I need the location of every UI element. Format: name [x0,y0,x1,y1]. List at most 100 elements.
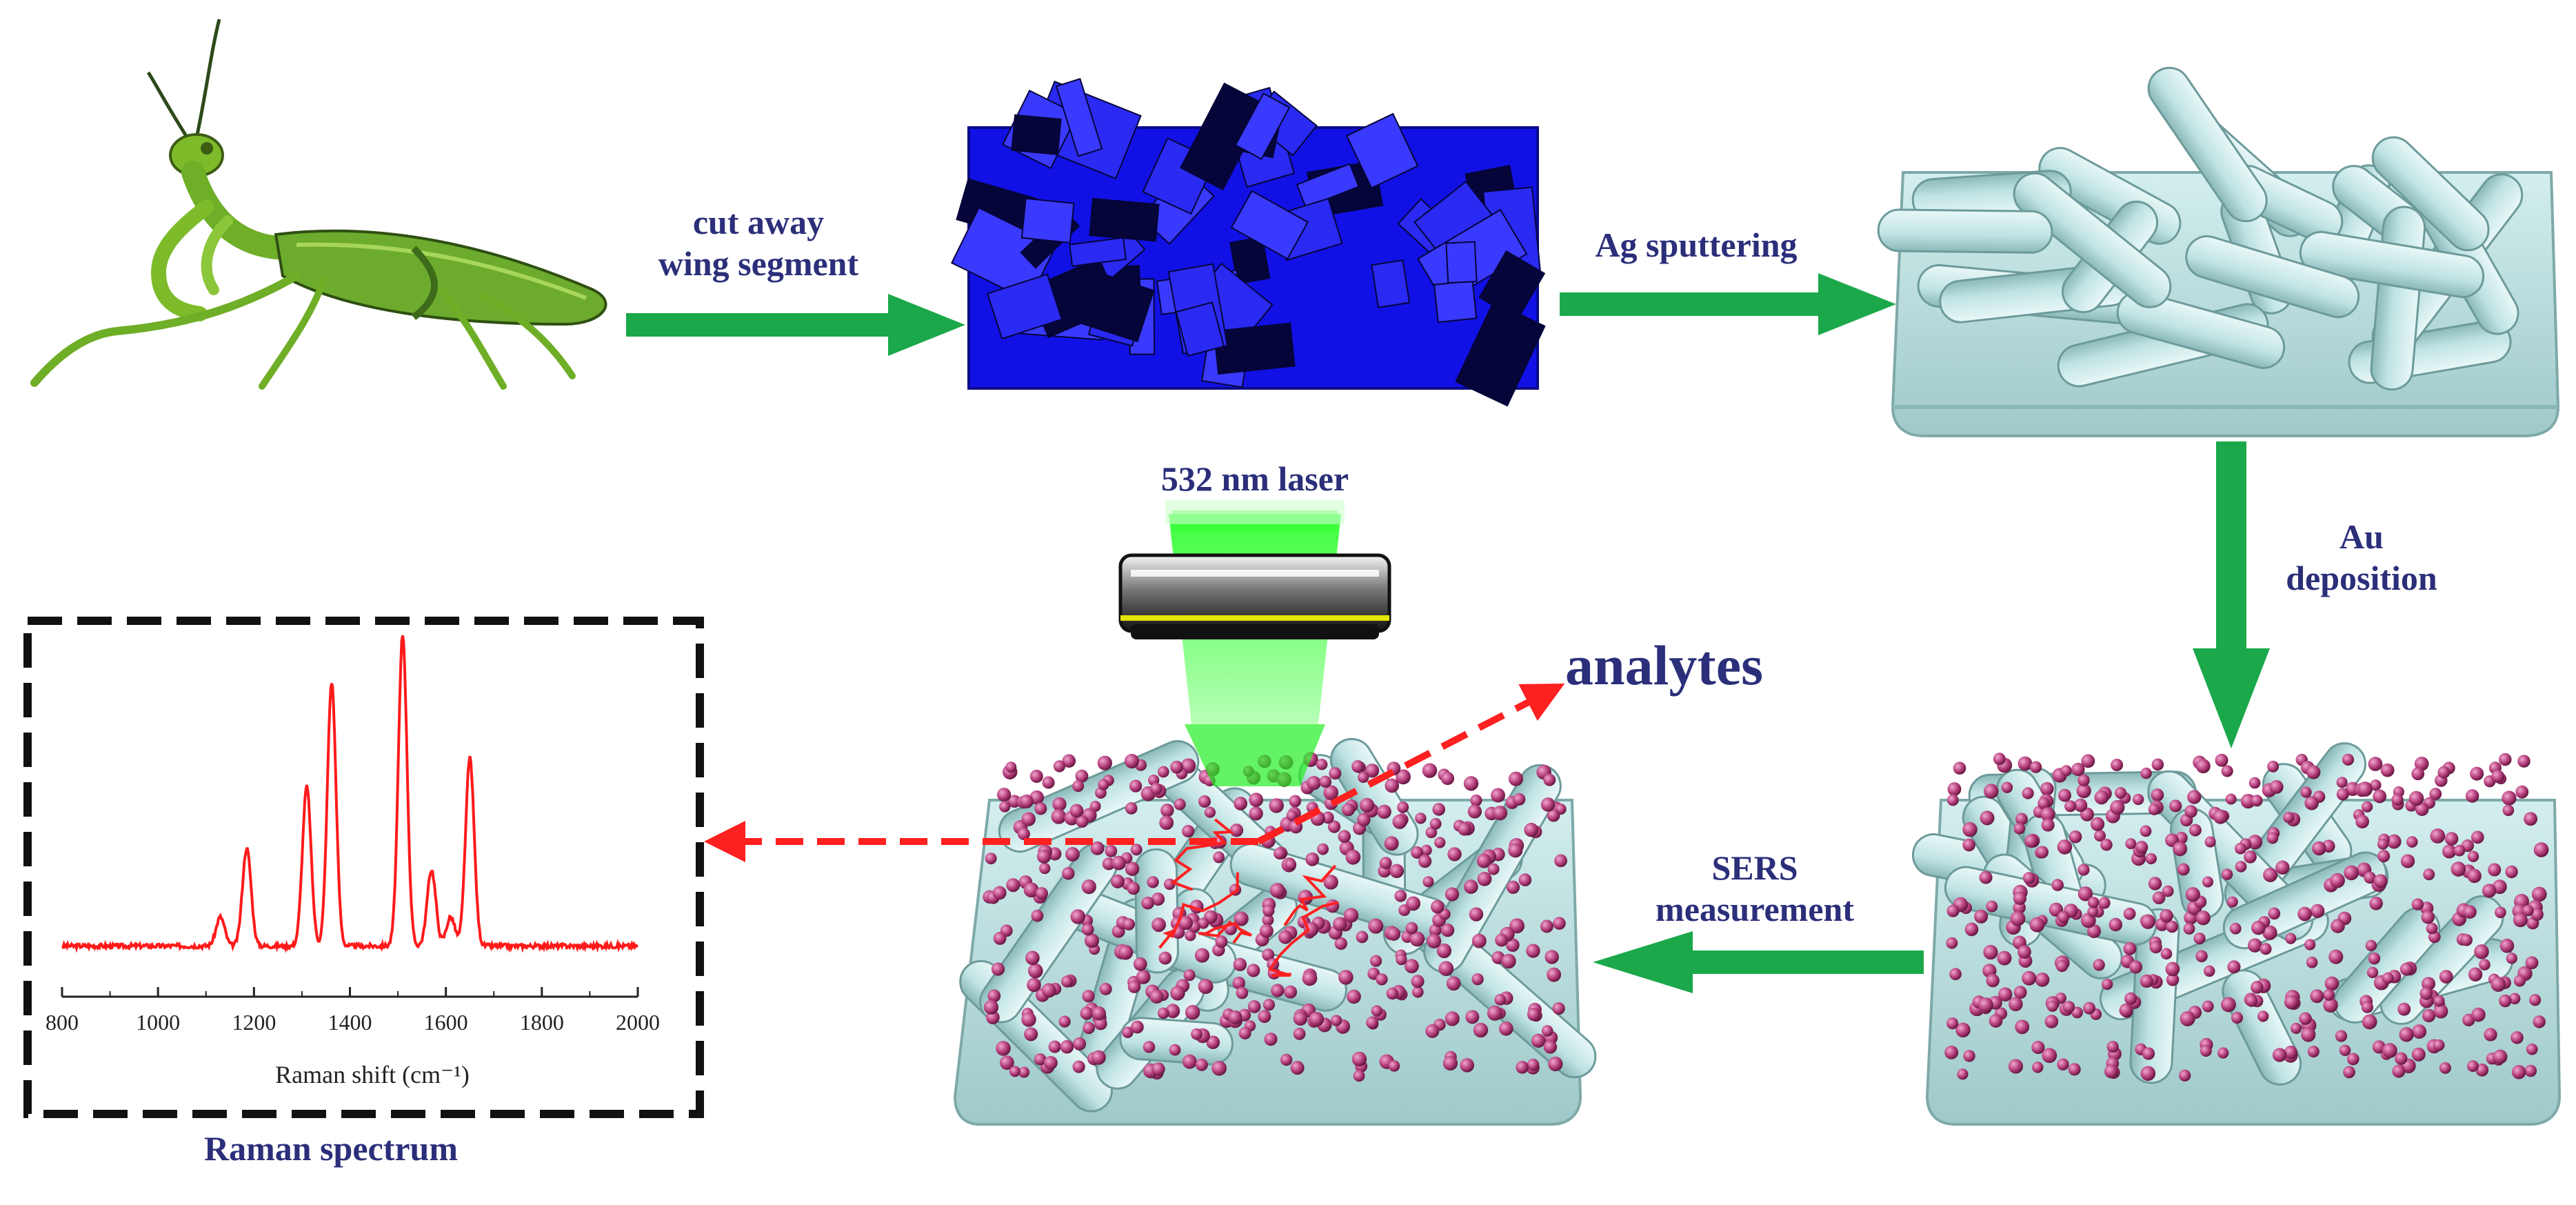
au-particle [1411,975,1425,988]
au-particle [2346,1053,2359,1066]
au-particle [2491,976,2506,992]
x-axis-label: Raman shift (cm⁻¹) [275,1061,470,1088]
au-particle [1034,802,1047,815]
ag-sputtering-label: Ag sputtering [1595,226,1798,264]
cut-away-label: cut away wing segment [634,201,883,284]
au-particle [2142,1047,2155,1060]
au-particle [1368,918,1384,934]
au-particle [1386,987,1399,1000]
au-particle [2247,835,2263,850]
au-particle [2087,897,2100,908]
au-particle [1330,1015,1342,1026]
au-particle [1021,812,1036,826]
au-particle [1467,804,1482,819]
au-particle [2423,868,2435,881]
au-particle [2422,1008,2436,1023]
au-particle [2057,910,2070,924]
wing-flake [1175,301,1225,357]
au-particle [2165,962,2180,977]
au-particle [2355,815,2369,829]
au-particle [2421,910,2435,924]
raman-spectrum-label: Raman spectrum [203,1129,459,1168]
au-particle [1027,977,1041,993]
au-particle [1169,1044,1181,1056]
au-particle [1029,769,1043,783]
wing-flake [1445,241,1478,284]
wing-flake [1069,237,1127,267]
au-particle [1944,1045,1959,1059]
au-particle [2185,887,2201,902]
au-particle [1425,826,1438,839]
au-particle [1547,808,1560,822]
au-particle [2505,865,2518,879]
au-particle [1338,970,1354,985]
au-particle [1102,857,1116,870]
au-particle [2041,818,2055,832]
au-particle [2399,962,2413,976]
au-particle [1136,970,1151,984]
au-particle [2140,914,2155,929]
au-particle [2272,1048,2287,1062]
au-particle [1236,986,1249,999]
spectrum-line [61,635,638,953]
analyte-molecule [1158,872,1239,949]
au-particle [1130,1020,1144,1034]
au-particle [1118,944,1134,960]
au-particle [1164,878,1176,890]
x-tick-label: 1200 [232,1010,276,1035]
au-particle [1997,950,2012,966]
au-particle [1122,1026,1134,1038]
sers-measurement-label: SERS measurement [1600,847,1910,930]
au-particle [2029,917,2045,933]
au-particle [1547,967,1562,982]
au-particle [1072,1037,1087,1050]
au-particle [2010,910,2026,926]
au-particle [2522,904,2534,917]
au-particle [2524,812,2538,826]
au-particle [2382,1043,2397,1058]
au-particle [1143,1041,1156,1053]
wing-flake [1234,92,1291,160]
au-particle [1233,957,1247,972]
au-particle [1194,948,1210,963]
au-particle [2380,763,2395,777]
au-particle [1334,937,1347,950]
au-particle [1309,1011,1325,1027]
praying-mantis-icon [30,19,607,390]
au-particle [1174,798,1186,810]
au-particle [1431,899,1445,914]
au-particle [1127,882,1140,895]
au-line-2: deposition [2286,559,2437,597]
au-particle [1289,795,1302,808]
au-particle [1170,760,1183,774]
au-particle [2511,1065,2526,1079]
cut-away-line-1: cut away [692,203,825,241]
au-particle [1269,882,1285,898]
au-particle [2123,907,2136,920]
au-particle [1247,1000,1261,1013]
au-particle [2373,874,2388,888]
au-particle [2183,923,2195,935]
au-particle [1327,820,1341,833]
au-particle [2160,948,2173,960]
au-particle [1178,915,1194,930]
au-particle [2104,1064,2118,1079]
au-particle [2115,787,2127,799]
au-particle [2491,770,2505,784]
au-particle [2437,766,2451,779]
au-particle [1516,1061,1529,1074]
au-particle [2399,1027,2414,1042]
au-particle [1081,923,1094,936]
au-particle [2098,897,2111,909]
wing-flake [1075,270,1155,343]
au-particle [2466,1060,2479,1073]
au-particle [1543,773,1556,786]
au-particle [1392,814,1407,829]
au-particle [2284,995,2299,1010]
au-particle [2467,850,2479,862]
au-particle [1501,953,1516,969]
au-particle [1258,1010,1271,1024]
sers-line-1: SERS [1711,848,1798,887]
au-particle [1338,830,1351,843]
au-particle [2263,867,2278,882]
